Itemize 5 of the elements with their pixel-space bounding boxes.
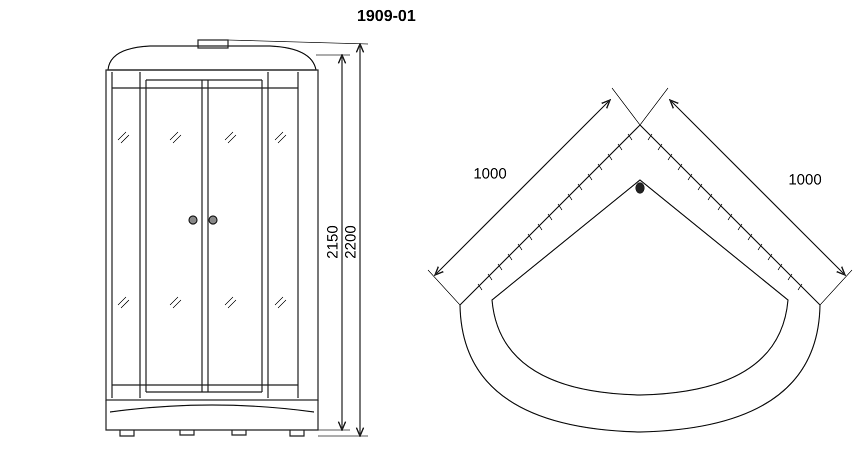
dimension-label: 1000	[473, 166, 507, 182]
dimension-label: 2200	[342, 225, 360, 259]
dimension-label: 2150	[324, 225, 342, 259]
drawing-title: 1909-01	[357, 8, 416, 26]
dimension-label: 1000	[788, 172, 822, 188]
